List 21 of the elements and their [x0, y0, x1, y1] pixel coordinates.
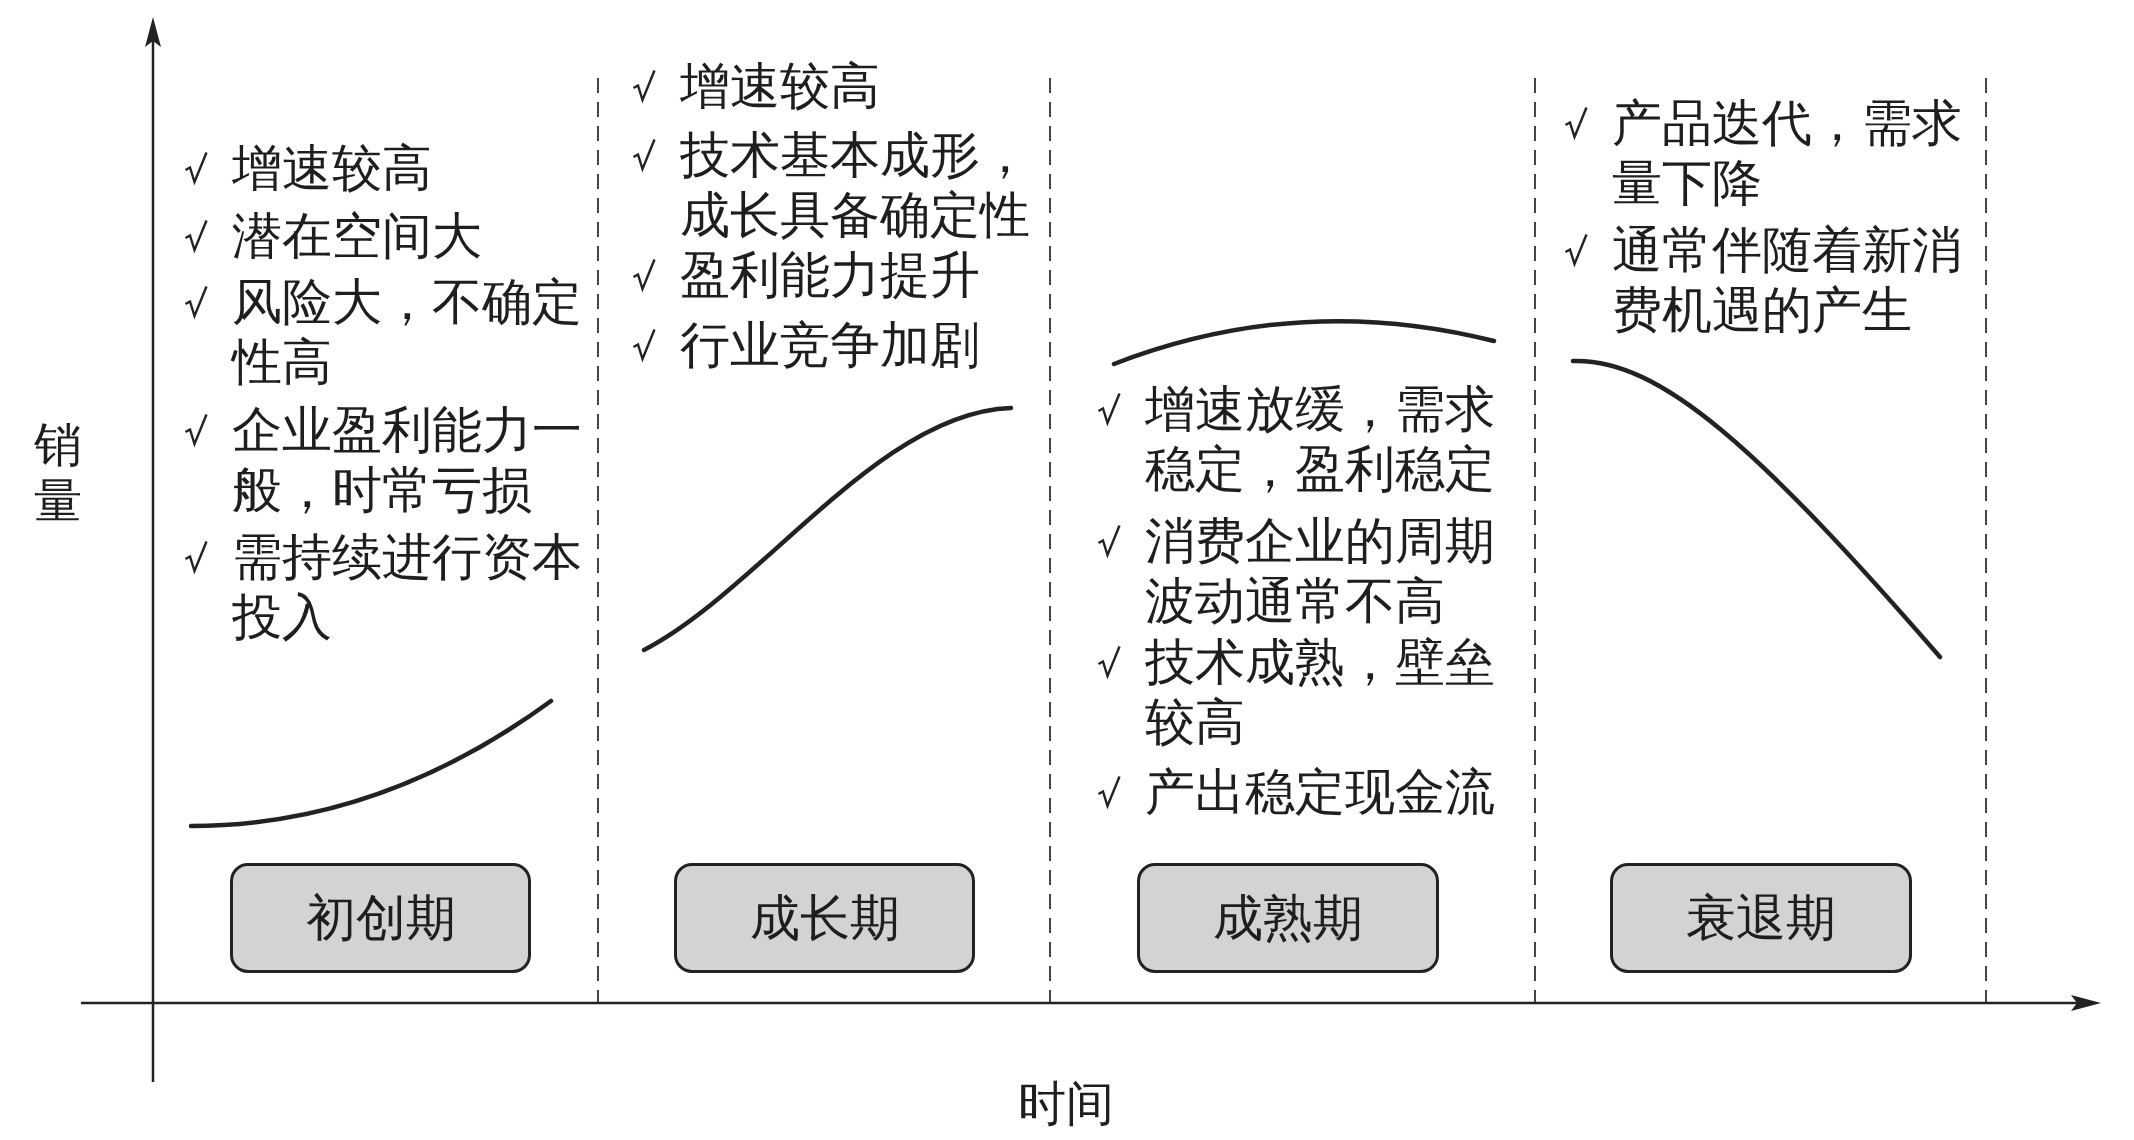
bullet-text: 消费企业的周期波动通常不高 — [1145, 512, 1496, 631]
bullet-text: 增速较高 — [232, 139, 433, 198]
bullet-text: 产品迭代，需求量下降 — [1612, 94, 1963, 213]
bullet-text: 行业竞争加剧 — [680, 316, 981, 375]
bullet-text: 增速较高 — [680, 57, 881, 116]
bullet-text: 技术成熟，壁垒较高 — [1145, 633, 1496, 752]
bullet-text: 企业盈利能力一般，时常亏损 — [232, 401, 583, 520]
axis-title: 时间 — [1018, 1076, 1114, 1132]
stage-box: 成熟期 — [1137, 863, 1439, 973]
bullet-text: 通常伴随着新消费机遇的产生 — [1612, 221, 1963, 340]
bullet-text: 需持续进行资本投入 — [232, 528, 583, 647]
stage-box: 成长期 — [674, 863, 975, 973]
bullet-text: 技术基本成形，成长具备确定性 — [680, 126, 1031, 245]
stage-box: 衰退期 — [1610, 863, 1912, 973]
axis-title: 销量 — [34, 417, 83, 529]
bullet-text: 风险大，不确定性高 — [232, 273, 583, 392]
stage-box: 初创期 — [230, 863, 531, 973]
bullet-text: 增速放缓，需求稳定，盈利稳定 — [1145, 380, 1496, 499]
bullet-text: 盈利能力提升 — [680, 246, 981, 305]
bullet-text: 潜在空间大 — [232, 207, 483, 266]
bullet-text: 产出稳定现金流 — [1145, 763, 1496, 822]
